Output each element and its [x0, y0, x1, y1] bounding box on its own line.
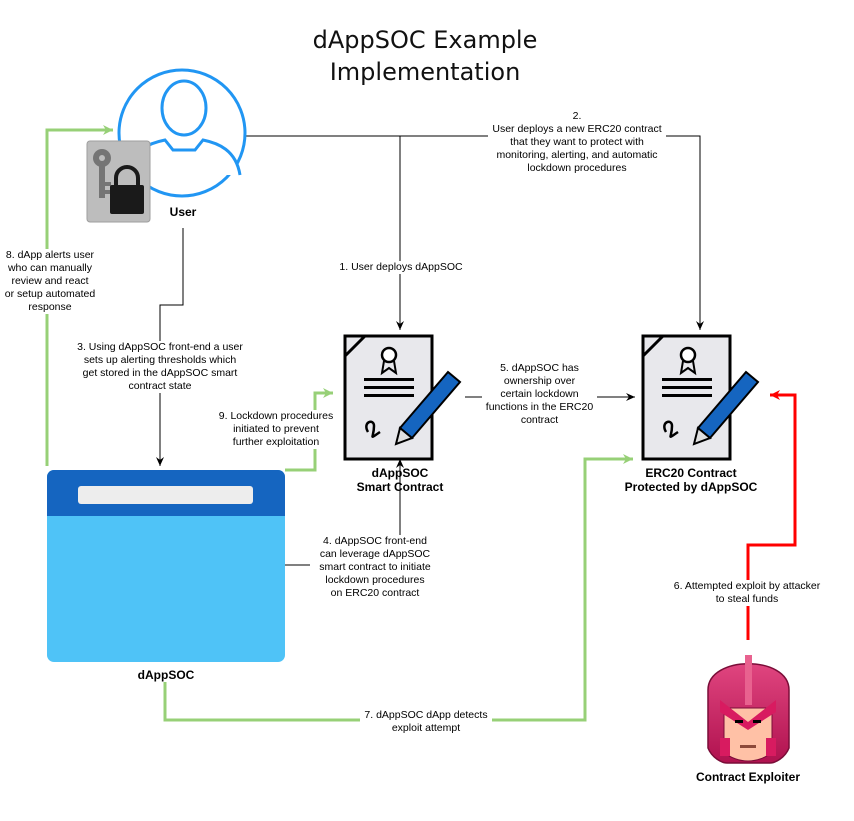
erc20-label-line-2: Protected by dAppSOC — [624, 480, 758, 494]
smart-contract-document-icon[interactable] — [343, 334, 462, 461]
smart-contract-label: dAppSOC Smart Contract — [345, 466, 455, 494]
edge-2-label-line: User deploys a new ERC20 contract — [492, 123, 662, 135]
exploiter-helmet-icon[interactable] — [707, 655, 790, 764]
edge-5-label-line: certain lockdown — [500, 388, 579, 400]
edge-2-label-line: 2. — [572, 110, 582, 122]
edge-8-label-line: 8. dApp alerts user — [5, 249, 95, 261]
edge-8-label: 8. dApp alerts user who can manually rev… — [2, 249, 98, 314]
edge-2-label-line: that they want to protect with — [510, 136, 644, 148]
edge-7-label-line: exploit attempt — [391, 722, 461, 734]
edge-2-label-line: monitoring, alerting, and automatic — [496, 149, 658, 161]
edge-8-label-line: response — [28, 301, 72, 313]
edge-1-line — [242, 135, 404, 330]
smart-contract-label-line-1: dAppSOC — [371, 466, 429, 480]
diagram-title: dAppSOC Example Implementation — [240, 24, 610, 88]
dappsoc-app-window-icon[interactable] — [47, 470, 285, 662]
key-lock-icon — [86, 140, 151, 223]
edge-4-label-line: can leverage dAppSOC — [319, 548, 431, 560]
edge-8-label-line: who can manually — [7, 262, 93, 274]
edge-9-label-line: initiated to prevent — [233, 423, 319, 435]
edge-1-label: 1. User deploys dAppSOC — [335, 261, 467, 274]
pen-icon — [394, 370, 462, 446]
edge-5-label: 5. dAppSOC has ownership over certain lo… — [482, 362, 597, 427]
edge-8-label-line: or setup automated — [4, 288, 96, 300]
edge-7-label-line: 7. dAppSOC dApp detects — [364, 709, 488, 721]
exploiter-label: Contract Exploiter — [695, 770, 800, 784]
pen-icon — [692, 370, 760, 446]
erc20-label-line-1: ERC20 Contract — [645, 466, 737, 480]
edge-9-label-line: further exploitation — [232, 436, 320, 448]
erc20-label: ERC20 Contract Protected by dAppSOC — [616, 466, 766, 494]
edge-6-line — [746, 390, 797, 640]
edge-4-label-line: smart contract to initiate — [319, 561, 431, 573]
edge-7-line — [163, 454, 633, 722]
erc20-document-icon[interactable] — [641, 334, 760, 461]
edge-9-label-line: 9. Lockdown procedures — [218, 410, 334, 422]
edge-4-label: 4. dAppSOC front-end can leverage dAppSO… — [310, 535, 440, 600]
edge-3-label-line: 3. Using dAppSOC front-end a user — [77, 341, 243, 353]
edge-3-label: 3. Using dAppSOC front-end a user sets u… — [66, 341, 254, 393]
edge-7-label: 7. dAppSOC dApp detects exploit attempt — [360, 709, 492, 735]
edge-3-label-line: contract state — [128, 380, 192, 392]
dappsoc-label: dAppSOC — [128, 668, 204, 682]
edge-3-label-line: sets up alerting thresholds which — [83, 354, 237, 366]
edge-2-label: 2. User deploys a new ERC20 contract tha… — [488, 110, 666, 175]
edge-5-label-line: ownership over — [503, 375, 576, 387]
edge-4-label-line: lockdown procedures — [325, 574, 425, 586]
edge-9-label: 9. Lockdown procedures initiated to prev… — [213, 410, 339, 449]
edge-8-line — [45, 125, 113, 466]
edge-5-label-line: functions in the ERC20 — [485, 401, 594, 413]
edge-5-label-line: 5. dAppSOC has — [500, 362, 579, 374]
edge-2-label-line: lockdown procedures — [527, 162, 627, 174]
edge-5-label-line: contract — [520, 414, 559, 426]
edge-4-label-line: 4. dAppSOC front-end — [323, 535, 427, 547]
user-label: User — [158, 205, 208, 219]
edge-6-label-line: to steal funds — [715, 593, 779, 605]
edge-4-label-line: on ERC20 contract — [330, 587, 420, 599]
edge-8-label-line: review and react — [11, 275, 89, 287]
title-line-1: dAppSOC Example — [312, 26, 538, 54]
edge-3-label-line: get stored in the dAppSOC smart — [82, 367, 238, 379]
edge-6-label-line: 6. Attempted exploit by attacker — [673, 580, 821, 592]
smart-contract-label-line-2: Smart Contract — [356, 480, 444, 494]
title-line-2: Implementation — [329, 58, 521, 86]
edge-6-label: 6. Attempted exploit by attacker to stea… — [667, 580, 827, 606]
